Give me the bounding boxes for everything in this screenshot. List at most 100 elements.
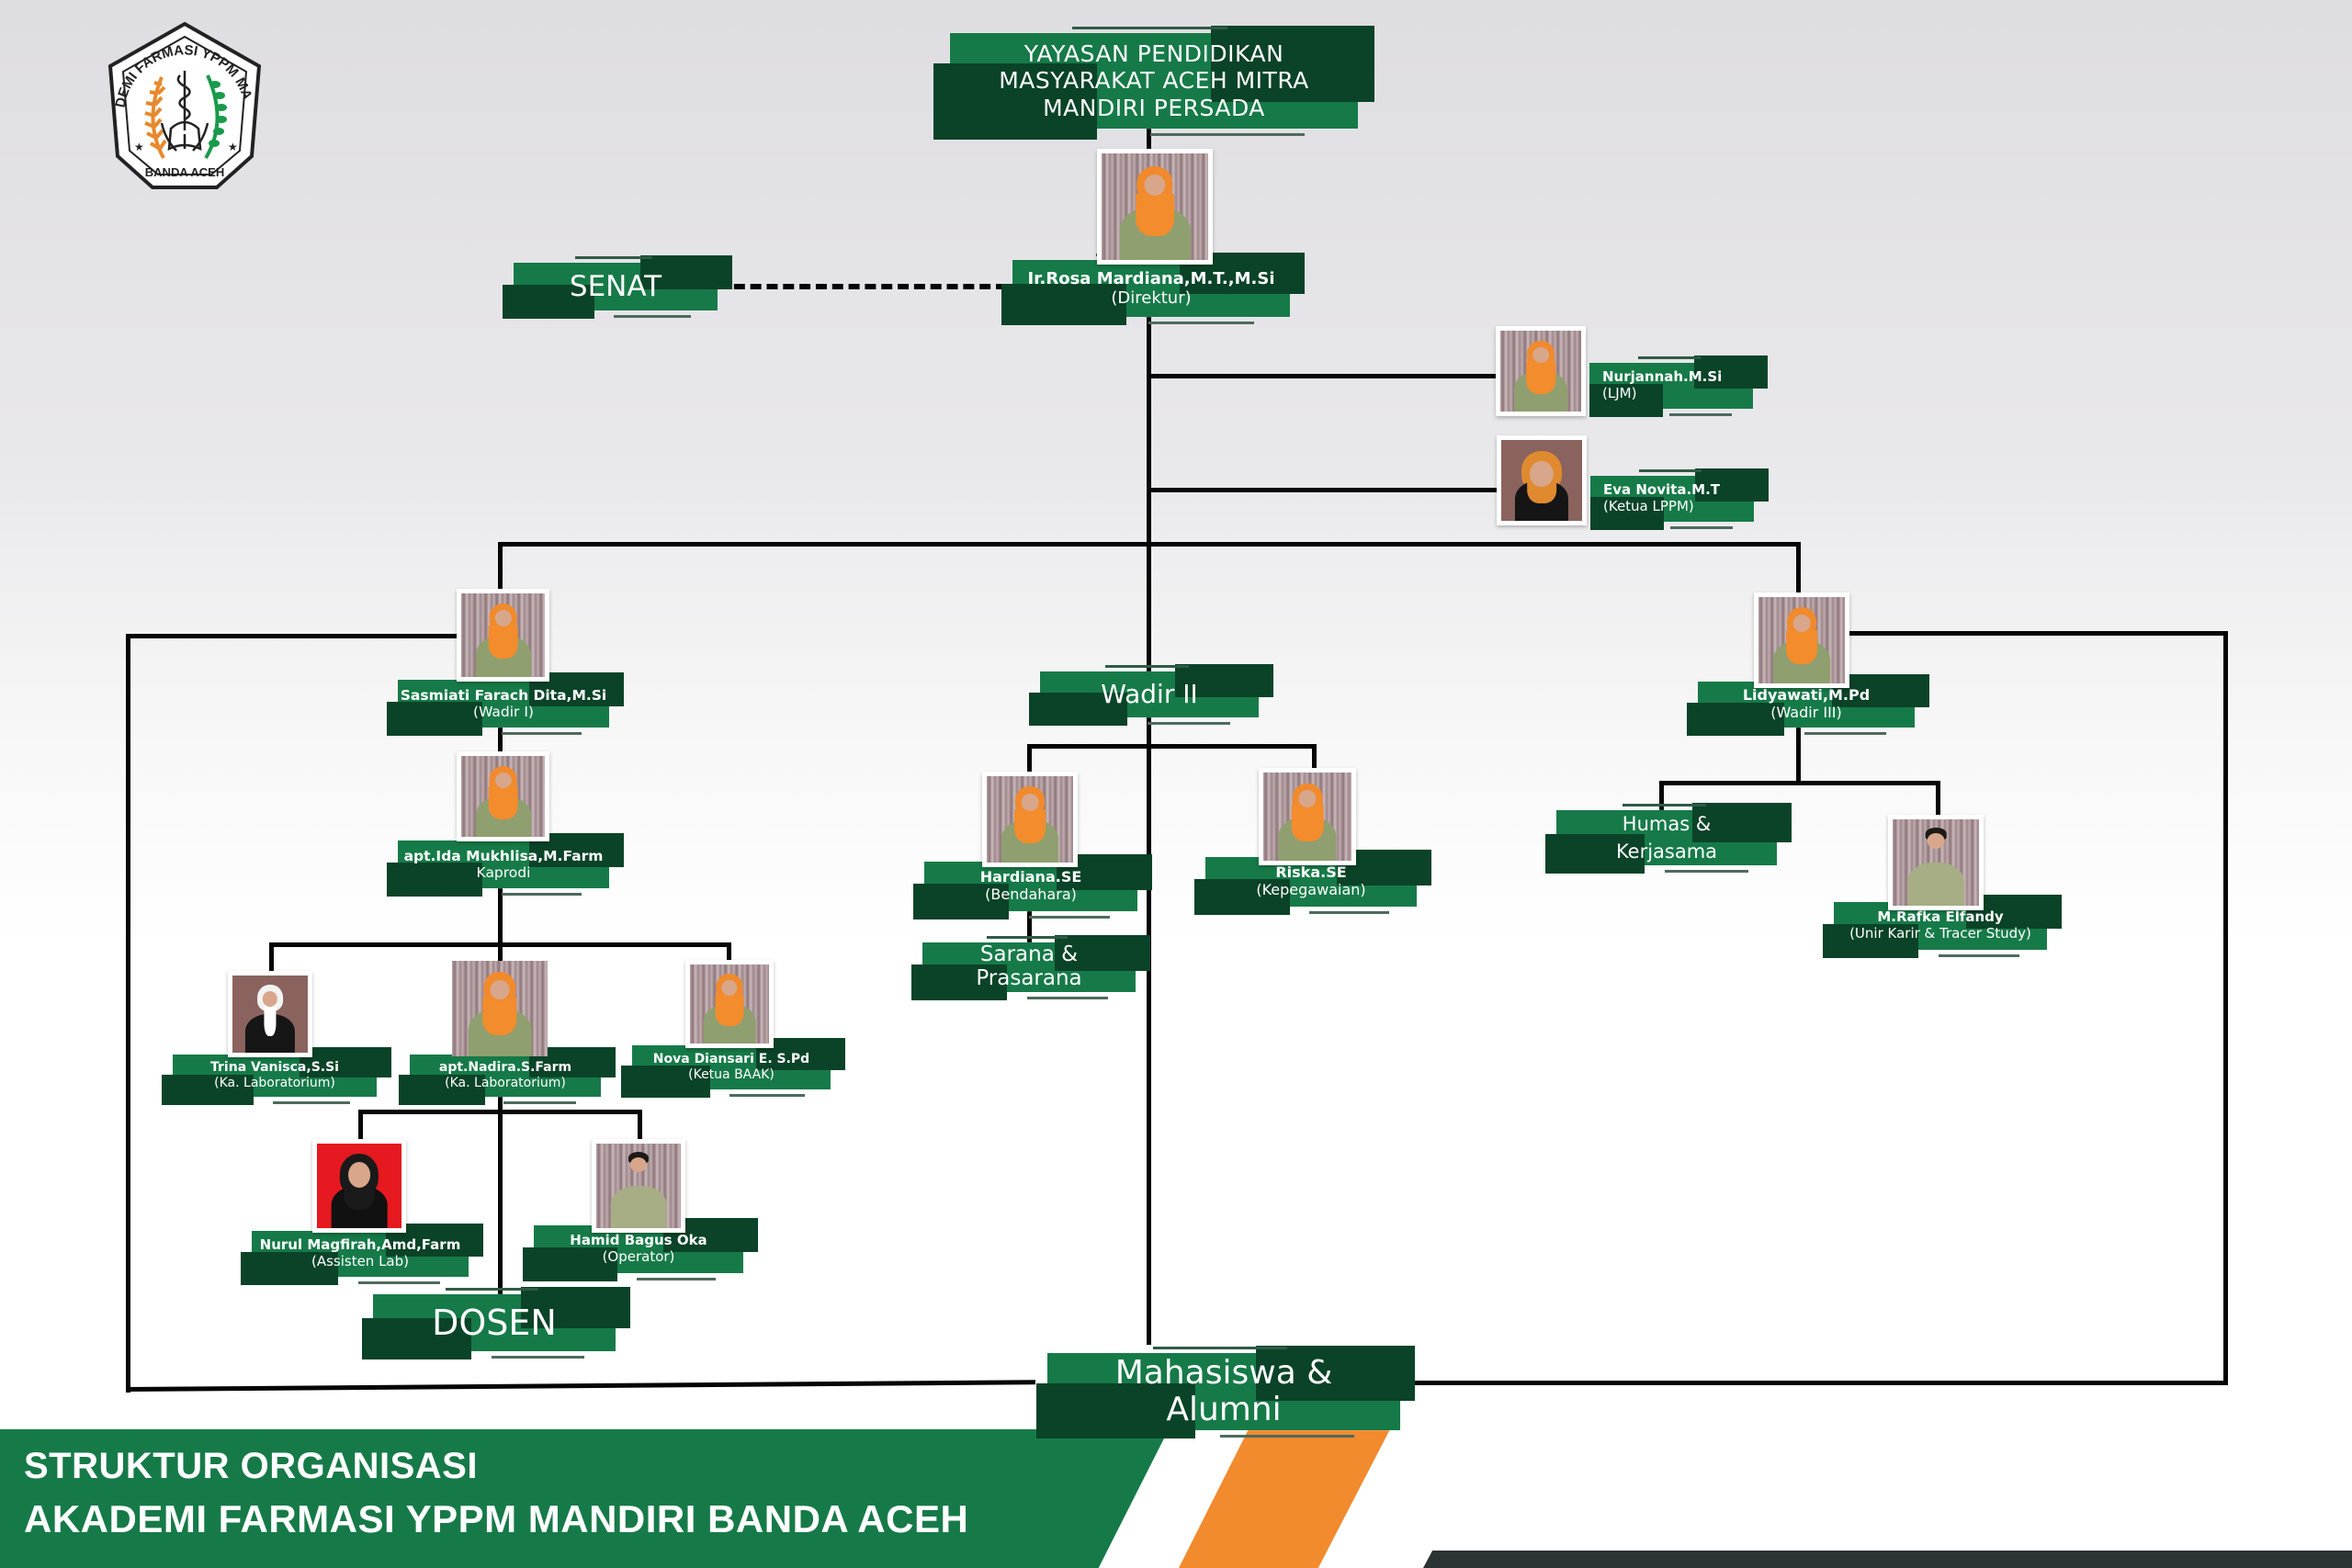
connector-line (1027, 744, 1316, 749)
person-photo (452, 961, 548, 1056)
dosen-label: DOSEN (432, 1302, 557, 1343)
kepegawaian-role: (Kepegawaian) (1256, 881, 1366, 898)
person-photo (317, 1144, 401, 1228)
ljm-name: Nurjannah.M.Si (1602, 368, 1723, 386)
humas-box[interactable]: Humas & Kerjasama (1545, 803, 1792, 874)
operator-name: Hamid Bagus Oka (570, 1232, 707, 1249)
humas-line1: Humas & (1622, 812, 1712, 835)
frame-line (126, 634, 461, 638)
connector-line (1027, 909, 1032, 944)
person-photo (461, 756, 545, 837)
wadir1-role: (Wadir I) (473, 704, 534, 720)
senat-box[interactable]: SENAT (503, 255, 732, 319)
connector-line (1659, 781, 1664, 810)
direktur-box[interactable]: Ir.Rosa Mardiana,M.T.,M.Si (Direktur) (1001, 253, 1305, 325)
baak-name: Nova Diansari E. S.Pd (652, 1052, 810, 1067)
person-photo (690, 964, 769, 1043)
kaprodi-box[interactable]: apt.Ida Mukhlisa,M.Farm Kaprodi (387, 833, 624, 897)
bendahara-name: Hardiana.SE (979, 868, 1082, 886)
kepegawaian-name: Riska.SE (1275, 863, 1347, 882)
caduceus-icon (160, 71, 209, 152)
bendahara-role: (Bendahara) (985, 886, 1077, 903)
person-photo (596, 1144, 681, 1228)
footer-dark-bar (1423, 1551, 2352, 1568)
person-photo (1893, 819, 1979, 906)
dosen-box[interactable]: DOSEN (362, 1287, 630, 1359)
lab1-box[interactable]: Trina Vanisca,S.Si (Ka. Laboratorium) (162, 1047, 391, 1105)
wadir2-box[interactable]: Wadir II (1029, 664, 1273, 726)
wadir3-role: (Wadir III) (1770, 704, 1842, 721)
frame-line (125, 1380, 1035, 1392)
logo-bottom-text: BANDA ACEH (145, 165, 224, 179)
ljm-role: (LJM) (1602, 385, 1637, 401)
wadir1-box[interactable]: Sasmiati Farach Dita,M.Si (Wadir I) (387, 672, 624, 736)
lab1-name: Trina Vanisca,S.Si (210, 1060, 339, 1076)
person-photo (1501, 440, 1582, 521)
foundation-box[interactable]: YAYASAN PENDIDIKAN MASYARAKAT ACEH MITRA… (933, 26, 1374, 140)
karir-name: M.Rafka Elfandy (1877, 908, 2004, 926)
academy-logo-emblem: AKADEMI FARMASI YPPM MANDIRI BANDA ACEH … (93, 8, 262, 189)
lab2-box[interactable]: apt.Nadira.S.Farm (Ka. Laboratorium) (399, 1047, 616, 1105)
connector-line (727, 942, 731, 964)
connector-line (1147, 488, 1500, 492)
wadir3-name: Lidyawati,M.Pd (1742, 686, 1871, 705)
footer-title-line2: AKADEMI FARMASI YPPM MANDIRI BANDA ACEH (24, 1497, 969, 1540)
bendahara-photo (982, 772, 1078, 867)
wadir1-photo (457, 589, 549, 682)
connector-line (1659, 781, 1940, 785)
sarana-line2: Prasarana (976, 966, 1082, 990)
frame-line (126, 634, 130, 1393)
star-icon: ★ (228, 141, 238, 153)
asisten-photo (312, 1139, 406, 1233)
direktur-name: Ir.Rosa Mardiana,M.T.,M.Si (1027, 268, 1275, 288)
kepegawaian-box[interactable]: Riska.SE (Kepegawaian) (1194, 850, 1431, 915)
operator-box[interactable]: Hamid Bagus Oka (Operator) (523, 1218, 758, 1281)
person-photo (1102, 153, 1208, 260)
ljm-box[interactable]: Nurjannah.M.Si (LJM) (1589, 355, 1768, 417)
baak-role: (Ketua BAAK) (688, 1067, 775, 1082)
foundation-name-line2: MASYARAKAT ACEH MITRA (999, 67, 1309, 95)
bendahara-box[interactable]: Hardiana.SE (Bendahara) (913, 854, 1152, 919)
lab2-role: (Ka. Laboratorium) (445, 1076, 566, 1090)
lab1-role: (Ka. Laboratorium) (214, 1076, 335, 1090)
mahasiswa-box[interactable]: Mahasiswa & Alumni (1036, 1346, 1415, 1438)
lppm-name: Eva Novita.M.T (1603, 481, 1720, 499)
connector-line (269, 942, 730, 947)
ljm-photo (1496, 326, 1586, 416)
connector-line (498, 542, 1801, 547)
connector-line (498, 726, 503, 758)
footer-green-band (0, 1429, 1169, 1568)
connector-line (1796, 726, 1801, 784)
foundation-name-line1: YAYASAN PENDIDIKAN (1023, 39, 1284, 67)
lppm-role: (Ketua LPPM) (1603, 498, 1694, 514)
wadir2-label: Wadir II (1101, 679, 1198, 710)
connector-line (269, 942, 274, 974)
asisten-role: (Assisten Lab) (311, 1253, 410, 1269)
leaf-branch-icon (204, 74, 227, 160)
lab2-name: apt.Nadira.S.Farm (438, 1060, 572, 1076)
star-icon: ★ (134, 141, 144, 153)
baak-photo (685, 960, 774, 1048)
connector-line (1936, 781, 1940, 818)
asisten-box[interactable]: Nurul Magfirah,Amd,Farm (Assisten Lab) (241, 1224, 483, 1285)
lppm-box[interactable]: Eva Novita.M.T (Ketua LPPM) (1590, 468, 1769, 530)
kepegawaian-photo (1259, 768, 1356, 865)
foundation-name-line3: MANDIRI PERSADA (1043, 94, 1265, 121)
footer-title-line1: STRUKTUR ORGANISASI (24, 1446, 478, 1486)
senat-label: SENAT (569, 269, 662, 303)
person-photo (1758, 597, 1845, 683)
direktur-photo (1097, 149, 1213, 265)
baak-box[interactable]: Nova Diansari E. S.Pd (Ketua BAAK) (621, 1038, 845, 1098)
karir-photo (1888, 815, 1984, 910)
direktur-role: (Direktur) (1111, 288, 1192, 308)
mahasiswa-line2: Alumni (1166, 1391, 1282, 1428)
mahasiswa-line1: Mahasiswa & (1114, 1354, 1333, 1393)
wadir3-box[interactable]: Lidyawati,M.Pd (Wadir III) (1687, 674, 1929, 736)
person-photo (232, 976, 308, 1053)
frame-line (1847, 631, 2228, 636)
sarana-box[interactable]: Sarana & Prasarana (911, 935, 1150, 1000)
lab1-photo (228, 971, 312, 1057)
kaprodi-name: apt.Ida Mukhlisa,M.Farm (403, 847, 604, 864)
wheat-icon (144, 76, 167, 159)
asisten-name: Nurul Magfirah,Amd,Farm (259, 1236, 461, 1254)
